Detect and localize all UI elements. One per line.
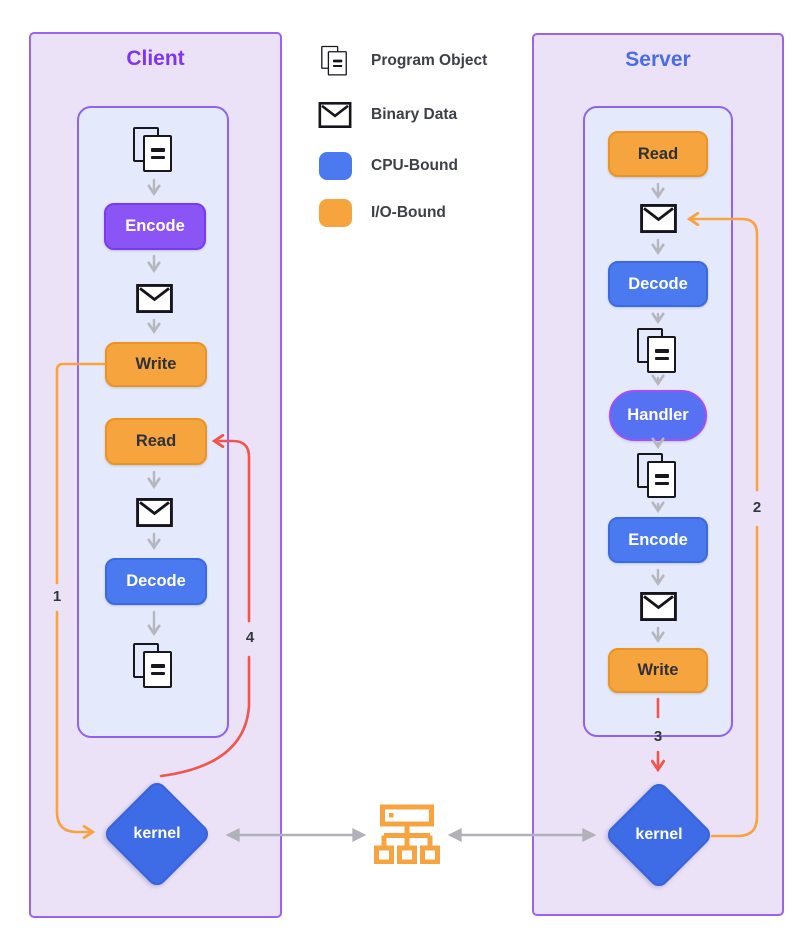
client-panel-title: Client bbox=[126, 47, 185, 70]
network-hub-icon bbox=[374, 804, 440, 864]
step-number-4: 4 bbox=[245, 629, 255, 646]
legend-label: Binary Data bbox=[371, 106, 458, 123]
server-handler-step: Handler bbox=[609, 390, 707, 441]
binary-data-icon bbox=[318, 102, 352, 128]
legend-item-io-bound: I/O-Bound bbox=[312, 190, 446, 236]
io-bound-swatch bbox=[318, 199, 352, 227]
legend-item-cpu-bound: CPU-Bound bbox=[312, 143, 458, 189]
legend-item-binary-data: Binary Data bbox=[312, 92, 457, 138]
step-number-1: 1 bbox=[52, 588, 62, 605]
server-panel-title: Server bbox=[625, 48, 691, 71]
binary-data-icon bbox=[640, 204, 677, 233]
program-object-icon bbox=[637, 453, 679, 499]
client-write-step: Write bbox=[105, 342, 207, 387]
server-kernel-diamond: kernel bbox=[603, 779, 715, 891]
legend-label: Program Object bbox=[371, 52, 488, 69]
server-decode-step: Decode bbox=[608, 261, 708, 307]
program-object-icon bbox=[321, 45, 349, 76]
program-object-icon bbox=[133, 127, 175, 173]
kernel-label: kernel bbox=[133, 825, 181, 842]
program-object-icon bbox=[637, 328, 679, 374]
legend-label: I/O-Bound bbox=[371, 204, 446, 221]
server-encode-step: Encode bbox=[608, 517, 708, 563]
client-read-step: Read bbox=[105, 418, 207, 465]
server-write-step: Write bbox=[608, 648, 708, 693]
legend-label: CPU-Bound bbox=[371, 157, 458, 174]
client-kernel-diamond: kernel bbox=[101, 778, 213, 890]
binary-data-icon bbox=[640, 592, 677, 621]
step-number-3: 3 bbox=[653, 728, 663, 745]
binary-data-icon bbox=[136, 284, 173, 313]
cpu-bound-swatch bbox=[318, 152, 352, 180]
server-read-step: Read bbox=[608, 131, 708, 177]
program-object-icon bbox=[133, 643, 175, 689]
client-decode-step: Decode bbox=[105, 558, 207, 605]
step-number-2: 2 bbox=[752, 499, 762, 516]
client-encode-step: Encode bbox=[104, 203, 206, 250]
binary-data-icon bbox=[136, 498, 173, 527]
legend-item-program-object: Program Object bbox=[312, 38, 487, 84]
kernel-label: kernel bbox=[635, 826, 683, 843]
